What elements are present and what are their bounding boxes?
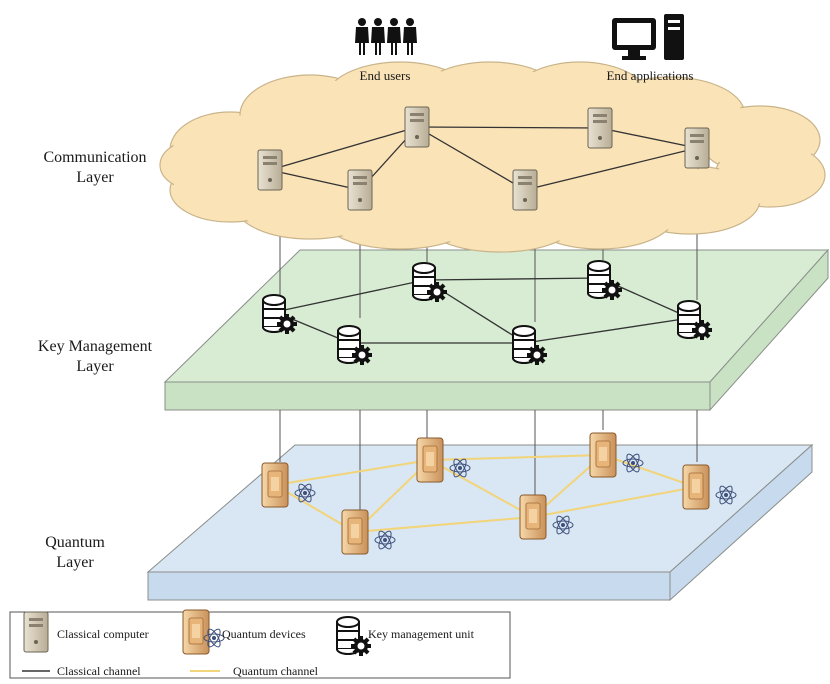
classical-channel-link [269,126,418,171]
gear-icon [427,282,447,302]
cloud-lobe-fill [203,93,697,227]
legend-atom-icon [203,628,225,648]
key-management-layer-slab-front [164,381,711,411]
quantum-layer-label-line1: Quantum [45,534,105,551]
classical-channel-link [524,317,691,344]
quantum-channel-link [429,459,534,518]
legend-box [9,611,511,679]
gear-icon [351,636,371,656]
quantum-channel-link [274,459,431,486]
quantum-device-icon [589,432,617,478]
classical-channel-link [416,126,601,129]
classical-computer-icon [587,107,613,149]
legend-key-management-unit-icon [336,616,371,656]
quantum-layer-slab-side [669,443,813,602]
quantum-layer-label-line2: Layer [56,554,94,571]
legend-key-management-unit-label: Key management unit [368,627,474,641]
key-management-layer-slab-side [709,248,829,412]
quantum-channel-link [354,516,534,533]
key-management-unit-icon [337,325,372,365]
quantum-device-icon [416,437,444,483]
communication-layer-label-line2: Layer [76,169,114,186]
key-management-layer-label-line1: Key Management [37,338,153,355]
end-applications-label: End applications [606,68,694,83]
atom-icon [552,515,574,535]
person-icon [371,18,385,55]
quantum-channel-link [532,486,697,518]
classical-channel-link [599,127,698,149]
atom-icon [374,530,396,550]
person-icon [403,18,417,55]
classical-channel-link [269,169,361,191]
classical-channel-link [274,279,426,313]
desktop-computer-icon [612,14,684,60]
legend-classical-channel-label: Classical channel [57,664,141,678]
communication-layer-label: Communication Layer [20,148,170,188]
classical-channel-link [416,126,526,191]
classical-computer-icon [347,169,373,211]
key-management-unit-icon [412,262,447,302]
communication-layer-label-line1: Communication [43,149,147,166]
quantum-device-icon [341,509,369,555]
gear-icon [692,320,712,340]
classical-computer-icon [257,149,283,191]
key-management-unit-icon [677,300,712,340]
quantum-device-icon [519,494,547,540]
atom-icon [715,485,737,505]
gear-icon [527,345,547,365]
legend-quantum-devices-label: Quantum devices [222,627,306,641]
legend-quantum-device-icon [182,609,210,655]
person-icon [387,18,401,55]
gear-icon [602,280,622,300]
atom-icon [622,453,644,473]
legend-classical-computer-icon [23,611,49,653]
key-management-layer-label: Key Management Layer [10,337,180,377]
gear-icon [277,314,297,334]
key-management-unit-icon [512,325,547,365]
key-management-unit-icon [587,260,622,300]
key-management-layer-label-line2: Layer [76,358,114,375]
person-icon [355,18,369,55]
legend-classical-computer-label: Classical computer [57,627,149,641]
gear-icon [352,345,372,365]
quantum-channel-link [602,454,697,488]
quantum-channel-link [429,454,604,461]
atom-icon [294,483,316,503]
quantum-device-icon [682,464,710,510]
classical-computer-icon [512,169,538,211]
key-management-unit-icon [262,294,297,334]
classical-channel-link [524,147,698,191]
atom-icon [449,458,471,478]
people-group-icon [355,18,417,55]
quantum-layer-slab-front [147,571,671,601]
legend-quantum-channel-label: Quantum channel [233,664,318,678]
end-users-label: End users [359,68,411,83]
classical-computer-icon [684,127,710,169]
quantum-layer-label: Quantum Layer [20,533,130,573]
classical-channel-link [424,277,601,281]
classical-computer-icon [404,106,430,148]
quantum-device-icon [261,462,289,508]
